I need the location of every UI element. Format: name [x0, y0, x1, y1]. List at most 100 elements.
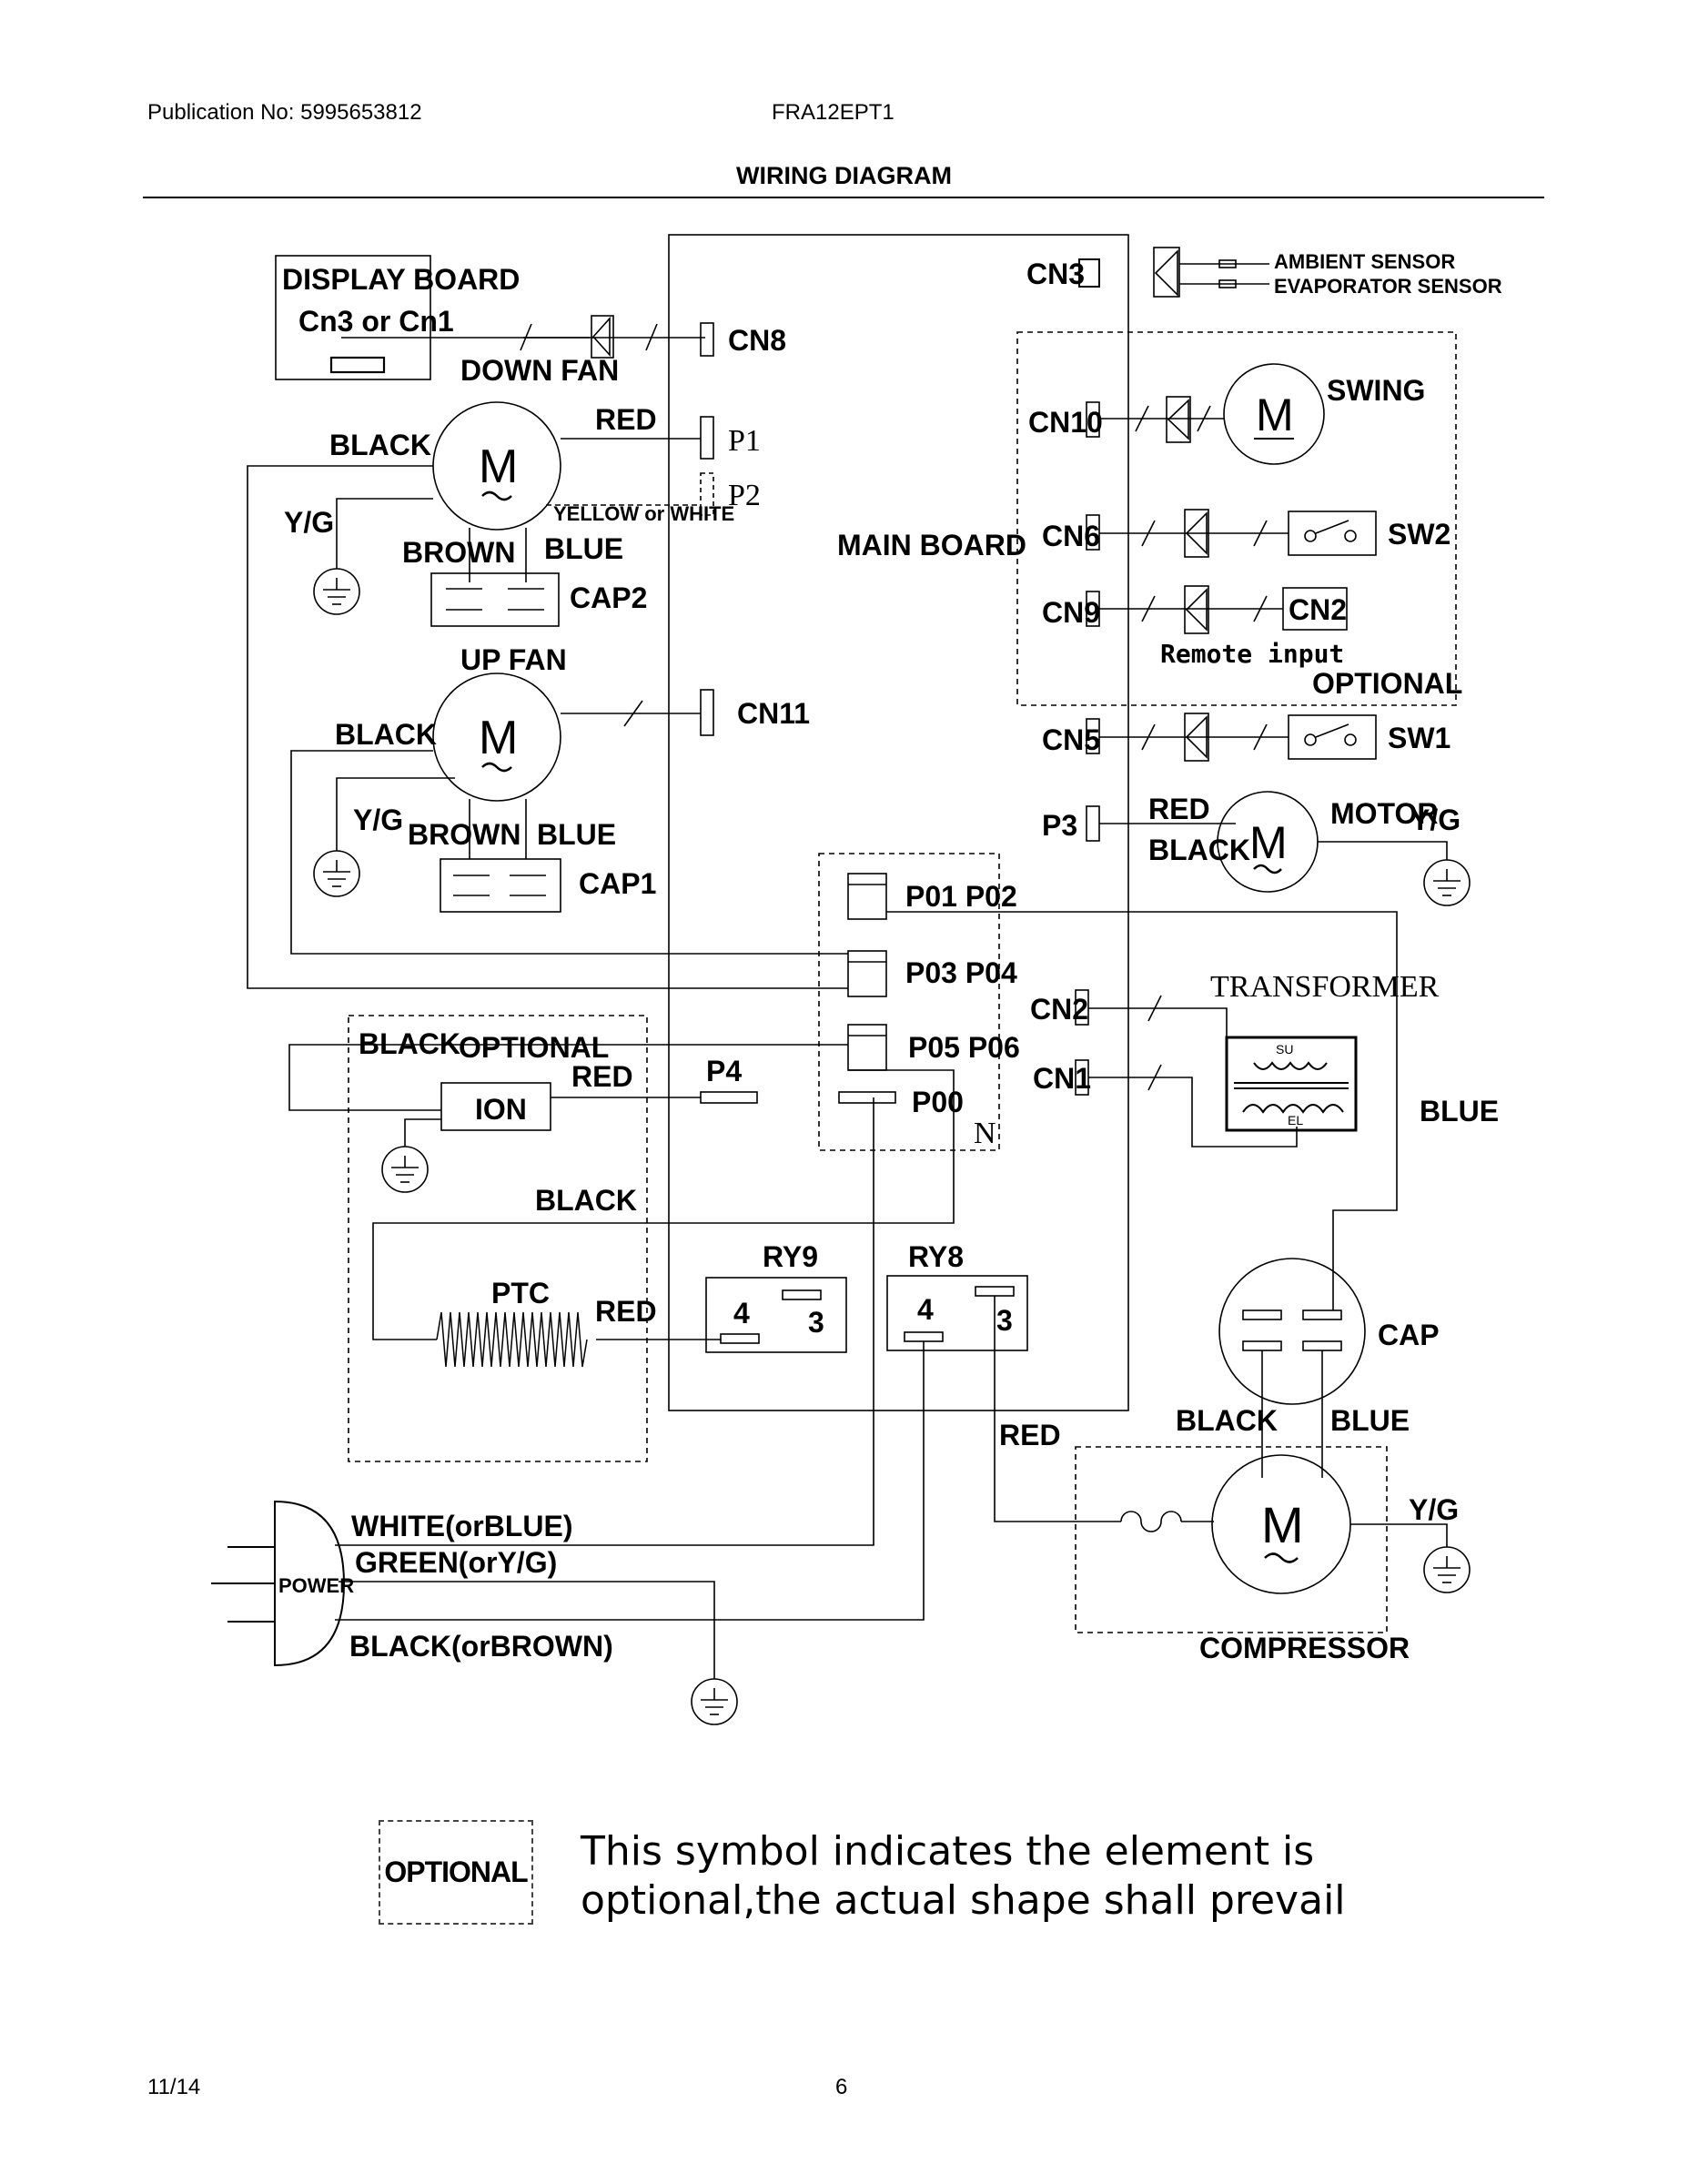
- connector-p3: P3: [1042, 809, 1077, 842]
- cap1: [440, 858, 561, 913]
- ptc-heater: [436, 1311, 588, 1368]
- up-fan-black: BLACK: [335, 718, 437, 751]
- cn2-remote-box: [1282, 587, 1348, 631]
- down-fan-red: RED: [595, 403, 657, 436]
- motor-label: MOTOR: [1330, 797, 1439, 830]
- compressor-red: RED: [999, 1419, 1061, 1451]
- optional-right-label: OPTIONAL: [1312, 667, 1462, 700]
- connector-cn8: CN8: [728, 324, 786, 357]
- connector-cn2: CN2: [1030, 993, 1088, 1026]
- compressor-m: M: [1261, 1496, 1304, 1553]
- cap2: [430, 572, 560, 627]
- main-board-label: MAIN BOARD: [837, 529, 1026, 561]
- up-fan-brown: BROWN: [408, 818, 521, 851]
- sw2-label: SW2: [1388, 518, 1450, 551]
- overload-protector: [1120, 1511, 1182, 1532]
- display-board-sub: Cn3 or Cn1: [298, 305, 454, 338]
- optional-left-label: OPTIONAL: [459, 1031, 609, 1064]
- swing-motor: [1223, 363, 1325, 465]
- down-fan-brown: BROWN: [402, 536, 515, 569]
- up-fan-motor: [432, 672, 561, 802]
- ground-symbol: [381, 1146, 429, 1193]
- down-fan-blue: BLUE: [544, 532, 623, 565]
- ry9-pin3: 3: [808, 1306, 824, 1339]
- motor-red: RED: [1148, 793, 1210, 825]
- connector-p01p02: P01 P02: [905, 880, 1017, 913]
- transformer-label: TRANSFORMER: [1210, 970, 1440, 1004]
- connector-cn3: CN3: [1026, 258, 1085, 290]
- connector-cn6: CN6: [1042, 520, 1100, 552]
- power-black: BLACK(orBROWN): [349, 1630, 613, 1663]
- model-number: FRA12EPT1: [772, 100, 895, 125]
- connector-p2: P2: [728, 479, 761, 512]
- power-white: WHITE(orBLUE): [351, 1510, 573, 1542]
- up-fan-label: UP FAN: [460, 643, 567, 676]
- ground-symbol: [1423, 859, 1471, 906]
- down-fan-m: M: [479, 440, 518, 493]
- ground-symbol: [313, 568, 360, 615]
- relay-ry9-box: [705, 1277, 847, 1353]
- legend-line-2: optional,the actual shape shall prevail: [581, 1877, 1346, 1924]
- transformer-su: SU: [1276, 1042, 1293, 1057]
- optional-box-left: [348, 1015, 648, 1462]
- connector-p05p06: P05 P06: [908, 1031, 1020, 1064]
- connector-cn10: CN10: [1028, 406, 1103, 439]
- cap-blue: BLUE: [1330, 1404, 1410, 1437]
- ion-label: ION: [475, 1093, 527, 1126]
- power-green: GREEN(orY/G): [355, 1546, 557, 1579]
- cap2-label: CAP2: [570, 581, 647, 614]
- up-fan-blue: BLUE: [537, 818, 616, 851]
- connector-cn1: CN1: [1033, 1062, 1091, 1095]
- up-fan-m: M: [479, 712, 518, 764]
- remote-input-label: Remote input: [1160, 639, 1344, 669]
- transformer-el: EL: [1288, 1113, 1303, 1127]
- compressor-dashed-box: [1075, 1446, 1388, 1633]
- ptc-red: RED: [595, 1295, 657, 1328]
- compressor-yg: Y/G: [1409, 1493, 1459, 1526]
- legend-optional-symbol: OPTIONAL: [379, 1820, 533, 1925]
- relay-ry9: RY9: [763, 1240, 818, 1273]
- ptc-black: BLACK: [535, 1184, 637, 1217]
- sw1-label: SW1: [1388, 722, 1450, 754]
- ion-red: RED: [571, 1060, 633, 1093]
- neutral-n: N: [974, 1117, 996, 1150]
- cap-black: BLACK: [1176, 1404, 1278, 1437]
- relay-ry8-box: [886, 1275, 1028, 1351]
- yellow-white-label: YELLOW or WHITE: [553, 502, 734, 525]
- ground-symbol: [313, 850, 360, 897]
- sw1-switch: [1288, 714, 1377, 760]
- sensor-connector: [1153, 247, 1269, 298]
- relay-ry8: RY8: [908, 1240, 964, 1273]
- connector-p4: P4: [706, 1055, 742, 1087]
- connector-p03p04: P03 P04: [905, 956, 1017, 989]
- connector-cn11: CN11: [737, 697, 810, 730]
- compressor-label: COMPRESSOR: [1199, 1632, 1410, 1664]
- ambient-sensor: AMBIENT SENSOR: [1274, 250, 1455, 273]
- transformer: [1225, 1036, 1358, 1132]
- ion-generator: [440, 1082, 551, 1131]
- connector-cn9: CN9: [1042, 596, 1100, 629]
- sw2-switch: [1288, 511, 1377, 556]
- optional-box-right: [1016, 331, 1457, 706]
- legend-line-1: This symbol indicates the element is: [581, 1828, 1315, 1875]
- display-board: DISPLAY BOARD Cn3 or Cn1: [275, 255, 520, 380]
- cap-label: CAP: [1378, 1319, 1440, 1351]
- ptc-label: PTC: [491, 1277, 550, 1309]
- connector-p1: P1: [728, 424, 761, 458]
- connector-cn5: CN5: [1042, 723, 1100, 756]
- power-block-dashed: [818, 853, 1000, 1151]
- legend-text: This symbol indicates the element is opt…: [581, 1827, 1400, 1926]
- page-title: WIRING DIAGRAM: [736, 162, 952, 189]
- cap1-label: CAP1: [579, 867, 656, 900]
- ry8-pin4: 4: [917, 1293, 934, 1326]
- ion-black: BLACK: [359, 1027, 460, 1060]
- publication-number: Publication No: 5995653812: [147, 100, 422, 125]
- down-fan-black: BLACK: [329, 429, 431, 461]
- motor-yg: Y/G: [1410, 804, 1461, 836]
- plug-connector: [591, 315, 614, 359]
- header-rule: [143, 197, 1544, 198]
- ground-symbol: [1423, 1546, 1471, 1593]
- compressor-capacitor: [1218, 1258, 1366, 1405]
- power-label: POWER: [278, 1574, 354, 1597]
- ry9-pin4: 4: [733, 1297, 750, 1330]
